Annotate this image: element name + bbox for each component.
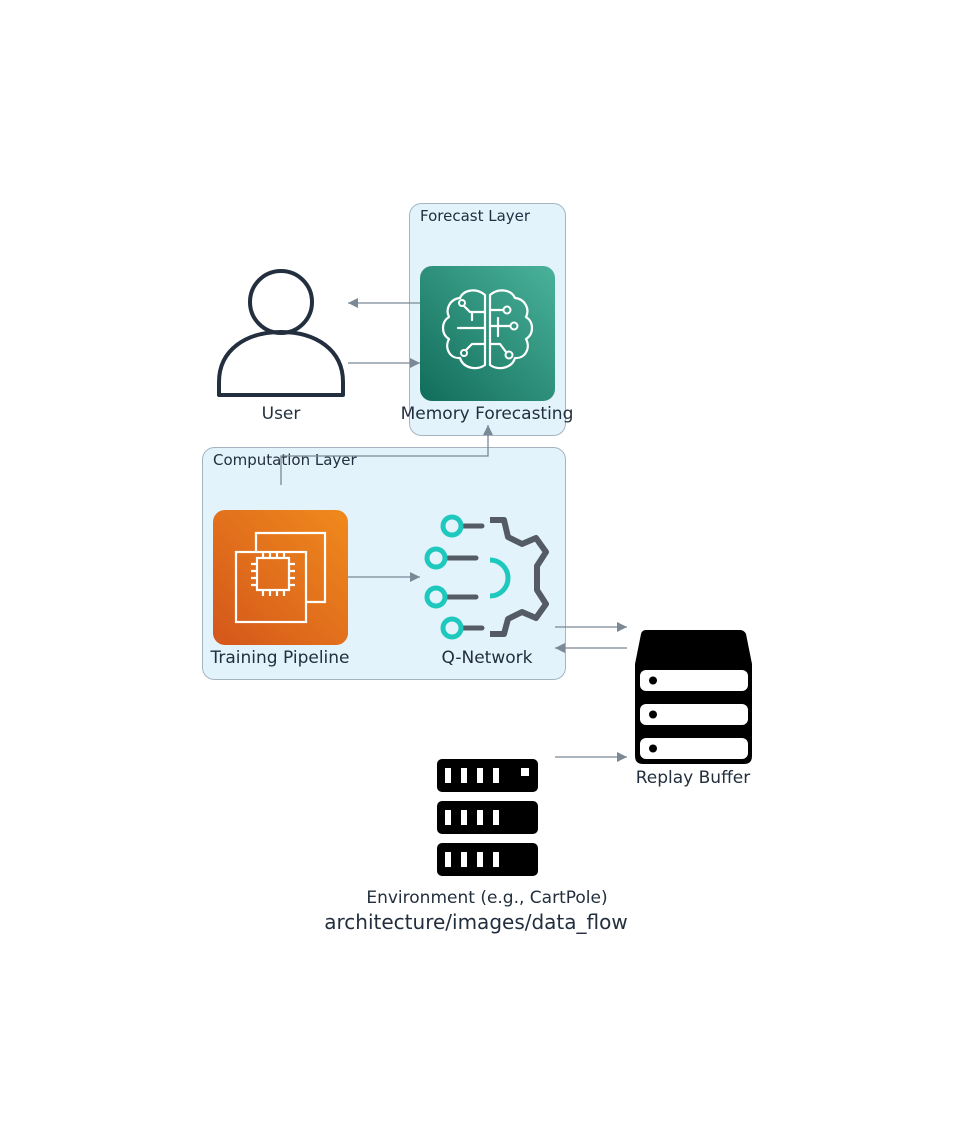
environment-node[interactable]: Environment (e.g., CartPole) [366,759,608,908]
forecast-layer-label: Forecast Layer [420,207,531,225]
database-stack-icon [635,630,752,764]
q-network-node[interactable]: Q-Network [424,514,549,668]
training-pipeline-label: Training Pipeline [209,648,349,668]
brain-circuit-icon [420,266,555,401]
environment-label: Environment (e.g., CartPole) [366,888,607,908]
memory-forecasting-node[interactable]: Memory Forecasting [401,266,574,424]
user-icon [217,269,345,397]
training-pipeline-node[interactable]: Training Pipeline [209,510,350,668]
server-rack-icon [437,759,538,876]
q-network-label: Q-Network [442,648,533,668]
chip-instances-icon [213,510,348,645]
user-node[interactable]: User [217,269,345,424]
diagram-caption: architecture/images/data_flow [324,910,627,934]
memory-forecasting-label: Memory Forecasting [401,404,574,424]
replay-buffer-node[interactable]: Replay Buffer [635,630,752,788]
edge-training-to-forecast [280,425,493,485]
computation-layer-label: Computation Layer [213,451,358,469]
neural-gear-icon [424,514,549,640]
user-label: User [262,404,301,424]
edges [280,298,627,762]
replay-buffer-label: Replay Buffer [636,768,751,788]
